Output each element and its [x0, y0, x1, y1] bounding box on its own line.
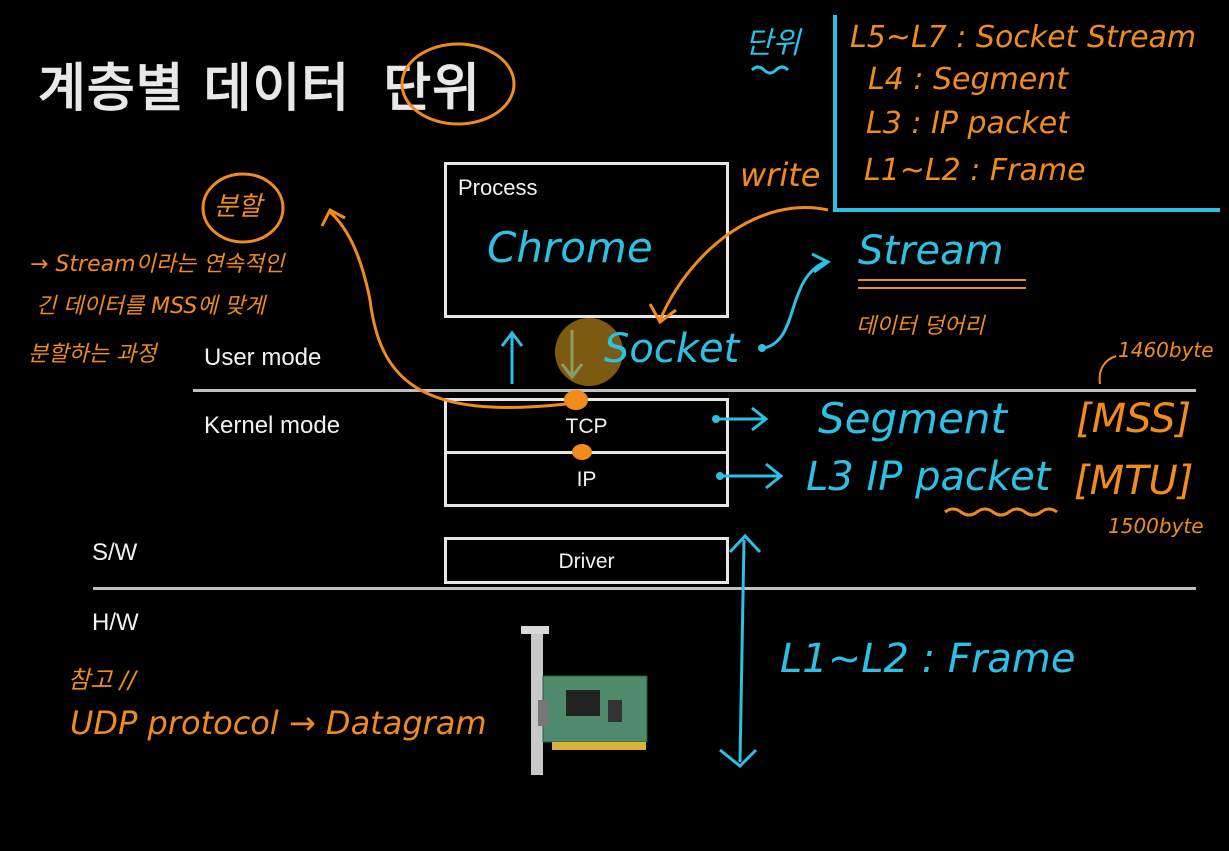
up-arrow: [500, 330, 524, 384]
user-kernel-divider: [193, 389, 1196, 392]
mtu-size-label: 1500byte: [1108, 514, 1204, 538]
legend-heading: 단위: [745, 26, 801, 61]
title-text: 계층별 데이터: [38, 59, 351, 119]
mtu-label: [MTU]: [1074, 458, 1194, 504]
ip-dot: [572, 444, 592, 460]
process-label: Process: [458, 175, 538, 200]
legend-row: L5~L7 : Socket Stream: [850, 20, 1197, 55]
chrome-label: Chrome: [487, 223, 653, 272]
stream-sub-label: 데이터 덩어리: [856, 314, 985, 339]
title-circled-word: 단위: [383, 59, 481, 119]
write-label: write: [740, 156, 821, 194]
driver-box: Driver: [444, 537, 729, 584]
driver-label: Driver: [558, 550, 615, 573]
tcp-label: TCP: [565, 415, 608, 438]
frame-label: L1~L2 : Frame: [780, 636, 1076, 682]
legend-row: L4 : Segment: [868, 62, 1068, 97]
split-circle: [201, 172, 285, 244]
stream-label: Stream: [858, 228, 1004, 274]
title-circle-mark: [400, 42, 516, 126]
split-line: → Stream이라는 연속적인: [30, 252, 285, 277]
socket-highlight: [555, 318, 623, 386]
packet-squiggle: [944, 507, 1058, 517]
hw-label: H/W: [92, 609, 139, 636]
frame-double-arrow: [719, 533, 762, 769]
network-card-image: [521, 626, 648, 775]
process-box: Process Chrome: [444, 162, 729, 318]
tcp-dot: [564, 390, 588, 410]
sw-label: S/W: [92, 539, 138, 566]
socket-label: Socket: [604, 326, 740, 372]
page-title: 계층별 데이터 단위: [38, 46, 481, 121]
ip-label: IP: [576, 468, 597, 491]
split-line: 긴 데이터를 MSS에 맞게: [36, 294, 266, 319]
ip-packet-label: L3 IP packet: [806, 454, 1051, 500]
split-word: 분할: [214, 192, 262, 222]
mss-size-label: 1460byte: [1118, 338, 1214, 362]
socket-stream-curve: [763, 252, 831, 350]
note-body: UDP protocol → Datagram: [70, 704, 487, 742]
segment-label: Segment: [818, 394, 1007, 443]
tcp-segment-arrow: [718, 406, 769, 432]
split-curve-arrow: [320, 207, 567, 409]
write-curve-arrow: [648, 206, 829, 325]
sw-hw-divider: [93, 587, 1196, 590]
legend-row: L3 : IP packet: [866, 106, 1069, 141]
stream-underline: [858, 279, 1026, 289]
mss-label: [MSS]: [1076, 396, 1192, 442]
legend-frame-line: [833, 15, 1220, 212]
mss-pointer: [1098, 355, 1117, 385]
legend-row: L1~L2 : Frame: [864, 153, 1086, 188]
ip-packet-arrow: [722, 462, 784, 490]
note-heading: 참고 //: [68, 666, 136, 694]
kernel-mode-label: Kernel mode: [204, 412, 341, 439]
split-line: 분할하는 과정: [28, 342, 157, 367]
user-mode-label: User mode: [204, 344, 322, 371]
legend-squiggle: [750, 65, 790, 75]
